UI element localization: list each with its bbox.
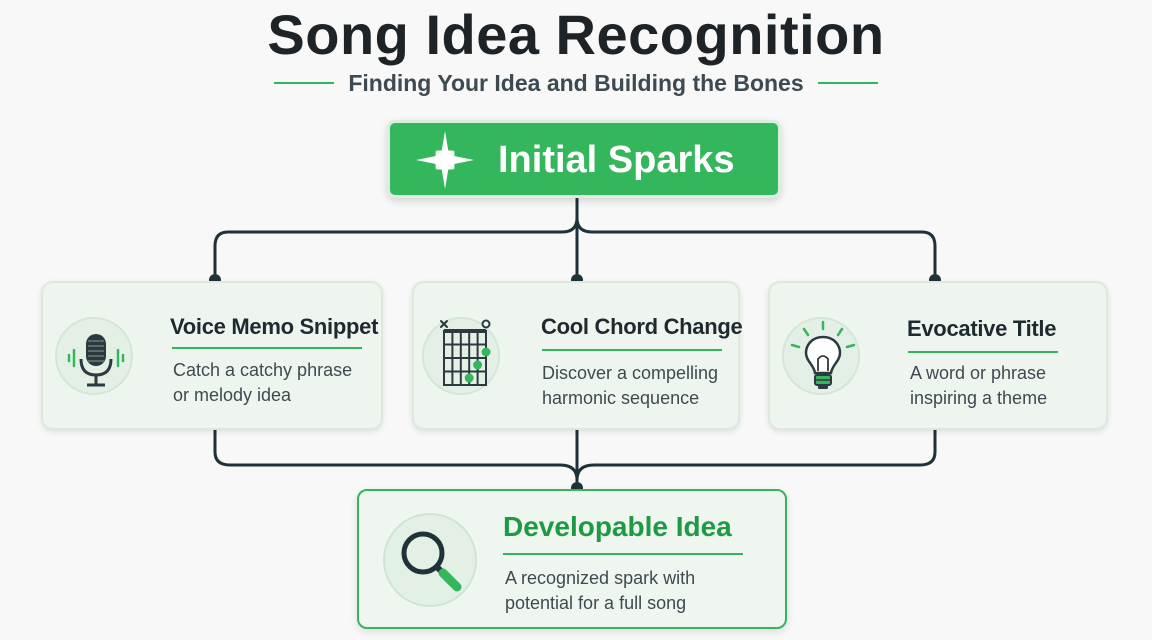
card-desc-line1: Discover a compelling — [542, 363, 719, 383]
subtitle-right-rule — [817, 82, 878, 84]
developable-idea-node: Developable Idea A recognized spark with… — [357, 489, 787, 629]
card-desc-line2: inspiring a theme — [910, 388, 1048, 408]
connector-top-branch-left — [213, 216, 579, 282]
lightbulb-icon-circle — [782, 317, 860, 395]
card-desc-line1: A word or phrase — [910, 363, 1047, 383]
page-subtitle: Finding Your Idea and Building the Bones — [348, 69, 804, 96]
card-desc-line2: harmonic sequence — [542, 388, 700, 408]
developable-idea-title: Developable Idea — [503, 511, 732, 542]
card-voice-memo: Voice Memo Snippet Catch a catchy phrase… — [41, 281, 383, 430]
chord-diagram-icon — [440, 319, 491, 386]
lightbulb-icon — [790, 320, 856, 389]
card-title: Voice Memo Snippet — [170, 314, 379, 339]
microphone-icon-circle — [55, 317, 133, 395]
initial-sparks-label: Initial Sparks — [498, 139, 735, 181]
subtitle-row: Finding Your Idea and Building the Bones — [0, 66, 1152, 100]
card-title: Cool Chord Change — [541, 314, 743, 339]
developable-idea-desc-line2: potential for a full song — [505, 593, 687, 613]
sparkle-star-icon — [416, 131, 474, 189]
card-title-rule — [172, 347, 362, 349]
page-title: Song Idea Recognition — [267, 3, 885, 66]
connector-bottom-branch-right — [575, 428, 937, 482]
initial-sparks-node: Initial Sparks — [387, 120, 781, 198]
card-evocative-title: Evocative Title A word or phrase inspiri… — [768, 281, 1108, 430]
developable-idea-desc-line1: A recognized spark with — [505, 568, 696, 588]
card-chord-change: Cool Chord Change Discover a compelling … — [412, 281, 743, 430]
developable-idea-rule — [503, 553, 743, 555]
microphone-icon — [67, 334, 125, 387]
connector-bottom-branch-left — [213, 428, 579, 482]
magnifying-glass-icon-circle — [383, 513, 477, 607]
connector-top-branch-right — [575, 216, 937, 282]
card-title: Evocative Title — [907, 316, 1057, 341]
chord-diagram-icon-circle — [422, 317, 500, 395]
card-desc-line2: or melody idea — [173, 385, 292, 405]
card-title-rule — [908, 351, 1058, 353]
magnifying-glass-icon — [401, 531, 462, 592]
subtitle-left-rule — [274, 82, 335, 84]
card-desc-line1: Catch a catchy phrase — [173, 360, 353, 380]
card-title-rule — [542, 349, 722, 351]
